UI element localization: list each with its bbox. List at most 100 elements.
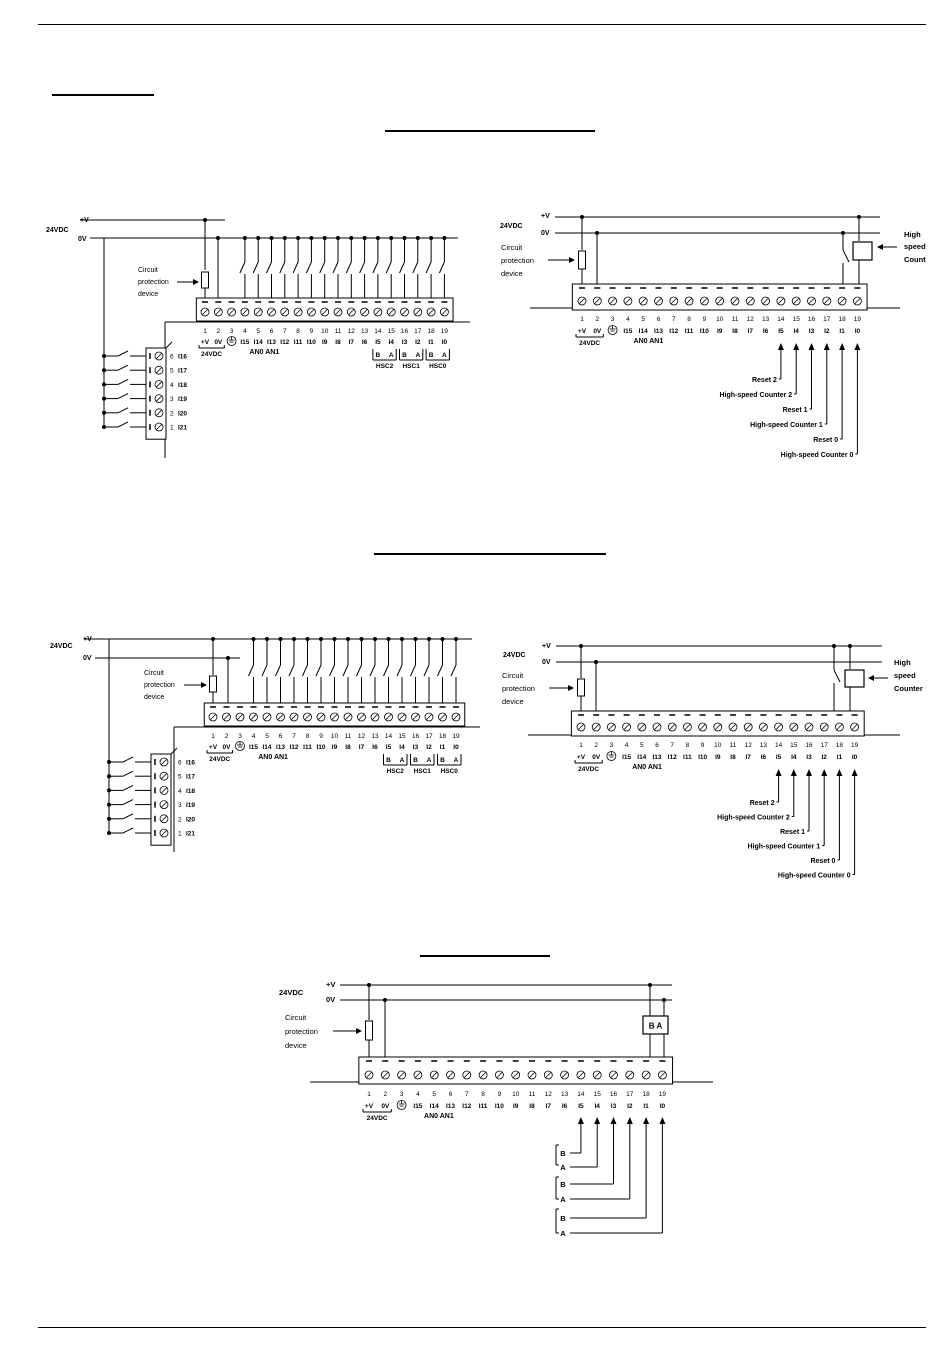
- terminal-signal: I12: [289, 744, 298, 751]
- terminal-number: 18: [642, 1091, 650, 1098]
- terminal-screw-slot: [264, 714, 270, 720]
- expansion-terminal-number: 2: [170, 410, 174, 417]
- circuit-label: Circuit: [502, 671, 524, 680]
- terminal-signal: I15: [623, 328, 632, 335]
- terminal-number: 7: [672, 316, 676, 323]
- sensor-label: Counter: [894, 684, 923, 693]
- terminal-screw-slot: [594, 1072, 601, 1078]
- terminal-screw-slot: [318, 714, 324, 720]
- hsc-group-label: HSC2: [387, 768, 405, 775]
- hsc-group-label: HSC1: [402, 363, 420, 370]
- terminal-number: 18: [439, 733, 447, 740]
- terminal-screw-slot: [414, 309, 421, 315]
- switch-contact: [275, 664, 281, 677]
- terminal-number: 14: [374, 328, 382, 335]
- terminal-signal: I7: [546, 1103, 552, 1110]
- terminal-screw-slot: [385, 714, 392, 720]
- terminal-screw-slot: [659, 1072, 666, 1078]
- terminal-screw-slot: [610, 1072, 617, 1078]
- plus-v-label: +V: [541, 213, 550, 220]
- terminal-screw-slot: [529, 1072, 535, 1078]
- switch-contact: [833, 669, 841, 683]
- terminal-screw-slot: [308, 309, 315, 315]
- hsc-a-label: A: [454, 757, 459, 764]
- terminal-signal: I3: [809, 328, 815, 335]
- terminal-signal: I14: [430, 1103, 439, 1110]
- arrow-head: [851, 769, 858, 776]
- arrow-head: [793, 343, 800, 350]
- expansion-terminal-signal: I19: [186, 802, 195, 809]
- terminal-signal: I2: [821, 754, 827, 761]
- terminal-number: 15: [594, 1091, 602, 1098]
- terminal-number: 18: [838, 316, 846, 323]
- counter-input-label: Reset 0: [813, 437, 838, 444]
- terminal-screw-slot: [593, 724, 600, 730]
- terminal-number: 16: [412, 733, 420, 740]
- terminal-screw-slot: [747, 298, 754, 304]
- terminal-number: 15: [793, 316, 801, 323]
- terminal-signal: I11: [294, 339, 303, 346]
- terminal-number: 19: [659, 1091, 667, 1098]
- switch-contact: [266, 261, 272, 274]
- fuse-icon: [365, 1020, 373, 1041]
- terminal-signal: I2: [824, 328, 830, 335]
- terminal-signal: +V: [209, 744, 218, 751]
- switch-contact: [410, 664, 416, 677]
- terminal-screw-slot: [161, 801, 167, 808]
- terminal-screw-slot: [366, 1072, 372, 1078]
- terminal-screw-slot: [156, 381, 162, 388]
- terminal-signal: I4: [793, 328, 799, 335]
- terminal-screw-slot: [388, 309, 395, 315]
- terminal-signal: I4: [388, 339, 394, 346]
- terminal-signal: I3: [413, 744, 419, 751]
- hsc-b-label: B: [413, 757, 418, 764]
- sensor-label: High: [894, 658, 911, 667]
- terminal-number: 6: [655, 742, 659, 749]
- terminal-screw-slot: [821, 724, 828, 730]
- expansion-terminal-signal: I18: [178, 382, 187, 389]
- terminal-signal: I7: [359, 744, 365, 751]
- terminal-signal: I11: [479, 1103, 488, 1110]
- circuit-label: protection: [501, 256, 534, 265]
- switch-contact: [396, 664, 403, 677]
- terminal-signal: I3: [402, 339, 408, 346]
- terminal-signal: I11: [685, 328, 694, 335]
- terminal-number: 9: [703, 316, 707, 323]
- supply-bracket-label: 24VDC: [367, 1115, 388, 1122]
- terminal-signal: 0V: [592, 754, 601, 761]
- arrow-head: [356, 1028, 362, 1034]
- terminal-signal: I3: [611, 1103, 617, 1110]
- counter-input-label: Reset 1: [780, 829, 805, 836]
- terminal-number: 11: [345, 733, 352, 740]
- terminal-number: 8: [296, 328, 300, 335]
- switch-contact: [117, 393, 129, 400]
- terminal-number: 7: [283, 328, 287, 335]
- terminal-signal: I11: [303, 744, 312, 751]
- expansion-terminal-number: 3: [170, 396, 174, 403]
- ground-icon: [606, 751, 617, 761]
- terminal-screw-slot: [161, 759, 167, 765]
- terminal-signal: I15: [249, 744, 258, 751]
- hsc-a-label: A: [400, 757, 405, 764]
- terminal-number: 10: [714, 742, 722, 749]
- terminal-number: 16: [401, 328, 409, 335]
- terminal-number: 19: [851, 742, 859, 749]
- terminal-screw-slot: [361, 309, 368, 315]
- analog-label: AN0 AN1: [250, 349, 280, 356]
- terminal-screw-slot: [161, 787, 167, 794]
- terminal-screw-slot: [670, 298, 677, 304]
- terminal-number: 2: [216, 328, 220, 335]
- expansion-terminal-number: 2: [178, 816, 182, 823]
- expansion-terminal-signal: I17: [178, 368, 187, 375]
- terminal-number: 17: [626, 1091, 634, 1098]
- header-rule: [38, 24, 926, 25]
- terminal-screw-slot: [561, 1072, 568, 1078]
- switch-contact: [261, 664, 268, 677]
- terminal-signal: I13: [654, 328, 663, 335]
- terminal-number: 10: [321, 328, 329, 335]
- terminal-signal: I10: [307, 339, 316, 346]
- switch-contact: [450, 664, 457, 677]
- switch-contact: [412, 261, 419, 274]
- expansion-terminal-number: 6: [170, 354, 174, 361]
- terminal-screw-slot: [823, 298, 830, 304]
